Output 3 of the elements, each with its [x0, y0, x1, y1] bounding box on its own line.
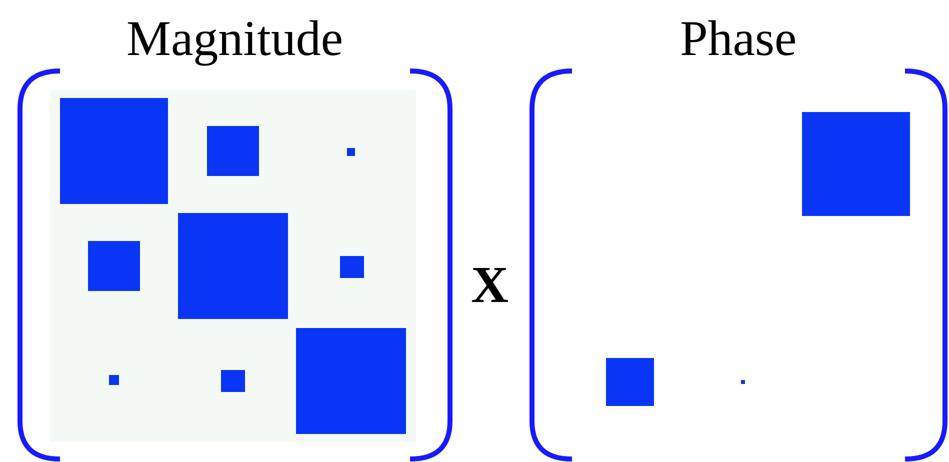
matrix-title: Magnitude	[126, 10, 344, 66]
matrix-title: Phase	[680, 10, 797, 66]
multiplication-sign: X	[471, 258, 509, 314]
